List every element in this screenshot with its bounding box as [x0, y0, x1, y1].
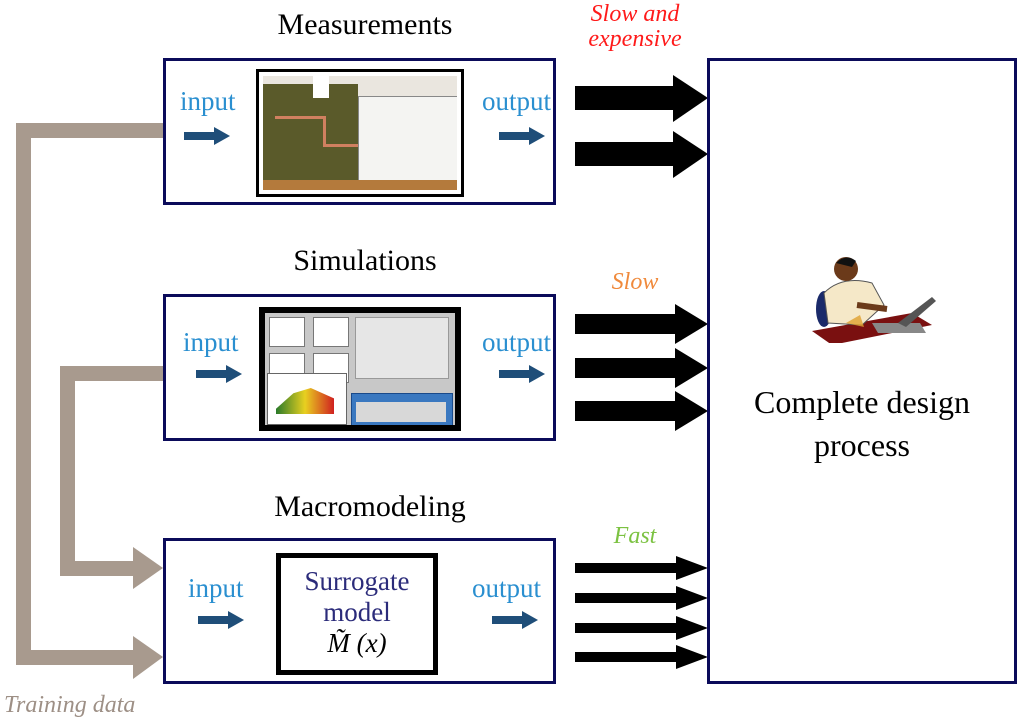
macromodeling-title: Macromodeling [274, 490, 466, 523]
macromodeling-input-arrow-icon [198, 611, 244, 629]
meas-arrowhead-1 [673, 75, 708, 122]
design-line1: Complete design [754, 384, 970, 420]
macro-arrowhead-4 [676, 645, 708, 669]
measurements-input-label: input [180, 86, 236, 116]
training-line-sim [60, 366, 166, 381]
simulation-screenshot [259, 307, 461, 431]
macro-arrowhead-2 [676, 586, 708, 610]
training-data-arrows [16, 123, 166, 679]
macromodeling-input-label: input [188, 573, 244, 603]
measurements-photo [256, 69, 464, 197]
training-line-left [16, 123, 31, 665]
macromodeling-speed-label: Fast [613, 523, 657, 549]
surrogate-line2: model [323, 597, 391, 628]
sim-arrowhead-1 [675, 304, 708, 344]
macromodeling-output-label: output [472, 573, 542, 603]
surrogate-model-box: Surrogate model M̃ (x) [276, 553, 438, 675]
sim-arrowhead-3 [675, 391, 708, 431]
macro-arrow-2 [575, 593, 680, 603]
surrogate-line1: Surrogate [304, 566, 410, 596]
meas-arrow-2 [575, 142, 680, 166]
sim-arrow-3 [575, 401, 680, 421]
macro-arrowhead-1 [676, 556, 708, 580]
meas-arrowhead-2 [673, 131, 708, 178]
macromodeling-block: input Surrogate model M̃ (x) output [163, 538, 556, 684]
training-data-label: Training data [4, 692, 136, 718]
macro-arrow-4 [575, 652, 680, 662]
meas-arrow-1 [575, 86, 680, 110]
simulations-speed-label: Slow [611, 269, 659, 295]
training-line-mid [60, 366, 75, 576]
sim-arrow-2 [575, 358, 680, 378]
training-line-bottom [16, 650, 136, 665]
pcb-photo-icon [263, 76, 457, 190]
simulation-software-icon [265, 313, 455, 425]
measurements-output-arrow-icon [499, 127, 545, 145]
measurements-speed-text: Slow and expensive [588, 1, 682, 53]
training-arrowhead-mid [133, 547, 163, 589]
output-arrows [575, 75, 708, 669]
measurements-title: Measurements [277, 8, 453, 41]
macro-arrow-1 [575, 563, 680, 573]
simulations-input-arrow-icon [196, 365, 242, 383]
macromodeling-output-arrow-icon [492, 611, 538, 629]
designer-at-laptop-icon [812, 257, 936, 343]
measurements-output-label: output [482, 86, 552, 116]
training-arrowhead-bottom [133, 636, 163, 679]
training-line-top [16, 123, 166, 138]
measurements-speed-label: Slow and expensive [560, 1, 710, 53]
simulations-title: Simulations [293, 244, 437, 277]
simulations-output-arrow-icon [499, 365, 545, 383]
surrogate-formula: M̃ (x) [327, 628, 387, 659]
sim-arrow-1 [575, 314, 680, 334]
design-process-block: Complete design process [707, 58, 1017, 684]
simulations-output-label: output [482, 327, 552, 357]
design-process-label: Complete design process [710, 381, 1014, 467]
design-line2: process [814, 427, 910, 464]
simulations-input-label: input [183, 327, 239, 357]
measurements-block: input output [163, 58, 556, 205]
simulations-block: input output [163, 294, 556, 441]
macro-arrowhead-3 [676, 616, 708, 640]
training-line-mid-bottom [60, 561, 136, 576]
sim-arrowhead-2 [675, 348, 708, 388]
macro-arrow-3 [575, 623, 680, 633]
measurements-input-arrow-icon [184, 127, 230, 145]
